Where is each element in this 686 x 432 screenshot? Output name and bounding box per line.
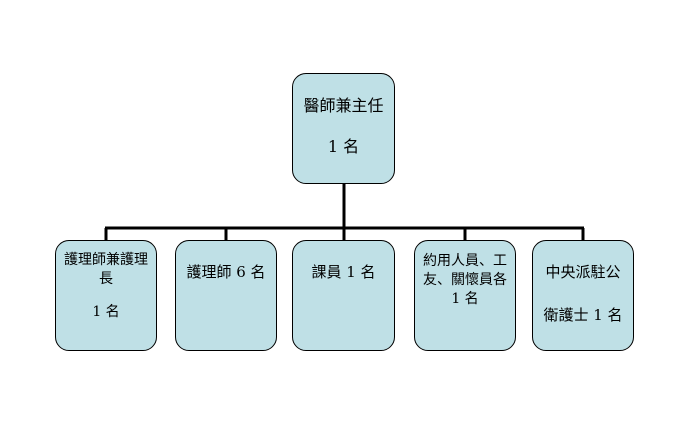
node-title-line-1: 約用人員、工 (423, 253, 507, 269)
node-title: 醫師兼主任 (303, 96, 384, 115)
org-node-nurses: 護理師 6 名 (175, 240, 277, 351)
org-node-contract-staff: 約用人員、工 友、關懷員各 1 名 (414, 240, 516, 351)
node-title-line-1: 護理師兼護理 (64, 252, 148, 268)
node-title: 護理師 6 名 (186, 263, 266, 281)
node-title-line-1: 中央派駐公 (545, 263, 621, 281)
node-count: 1 名 (92, 304, 120, 320)
node-title-line-2: 衛護士 1 名 (543, 306, 623, 324)
org-node-director: 醫師兼主任 1 名 (292, 73, 395, 184)
node-count: 1 名 (327, 137, 360, 156)
node-title-line-2: 友、關懷員各 (423, 272, 507, 288)
node-title: 課員 1 名 (311, 263, 376, 281)
org-node-head-nurse: 護理師兼護理 長 1 名 (55, 240, 157, 351)
node-title-line-2: 長 (99, 271, 113, 287)
node-count: 1 名 (451, 291, 479, 307)
org-node-public-health-nurse: 中央派駐公 衛護士 1 名 (532, 240, 634, 351)
org-node-clerk: 課員 1 名 (292, 240, 395, 351)
